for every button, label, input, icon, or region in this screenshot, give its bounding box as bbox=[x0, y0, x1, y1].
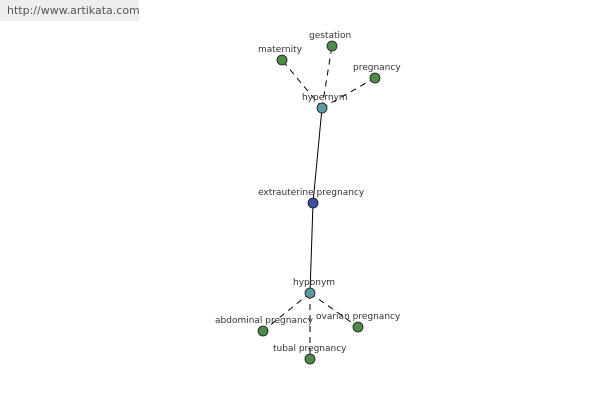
node-hyponym-bottom[interactable] bbox=[304, 287, 316, 299]
node-pregnancy[interactable] bbox=[369, 72, 381, 84]
node-tubal[interactable] bbox=[304, 353, 316, 365]
node-label-tubal[interactable]: tubal pregnancy bbox=[273, 344, 347, 354]
edge-hyponym_bottom-ovarian bbox=[309, 292, 359, 328]
node-label-hypernym-top[interactable]: hypernym bbox=[302, 93, 348, 103]
watermark-url: http://www.artikata.com bbox=[0, 0, 140, 21]
edges-layer bbox=[262, 45, 376, 359]
node-label-pregnancy[interactable]: pregnancy bbox=[353, 63, 401, 73]
node-abdominal[interactable] bbox=[257, 325, 269, 337]
node-maternity[interactable] bbox=[276, 54, 288, 66]
node-label-gestation[interactable]: gestation bbox=[309, 31, 351, 41]
node-label-center[interactable]: extrauterine pregnancy bbox=[258, 188, 365, 198]
edge-center-hypernym_top bbox=[312, 107, 323, 204]
node-hypernym-top[interactable] bbox=[316, 102, 328, 114]
edge-center-hyponym_bottom bbox=[309, 202, 314, 294]
node-label-abdominal[interactable]: abdominal pregnancy bbox=[215, 316, 314, 326]
node-label-hyponym-bottom[interactable]: hyponym bbox=[293, 278, 335, 288]
node-ovarian[interactable] bbox=[352, 321, 364, 333]
node-center[interactable] bbox=[307, 197, 319, 209]
node-label-maternity[interactable]: maternity bbox=[258, 45, 303, 55]
node-gestation[interactable] bbox=[326, 40, 338, 52]
labels-layer: maternity gestation pregnancy hypernym extra… bbox=[215, 31, 401, 354]
nodes-layer bbox=[257, 40, 381, 365]
node-label-ovarian[interactable]: ovarian pregnancy bbox=[316, 312, 401, 322]
